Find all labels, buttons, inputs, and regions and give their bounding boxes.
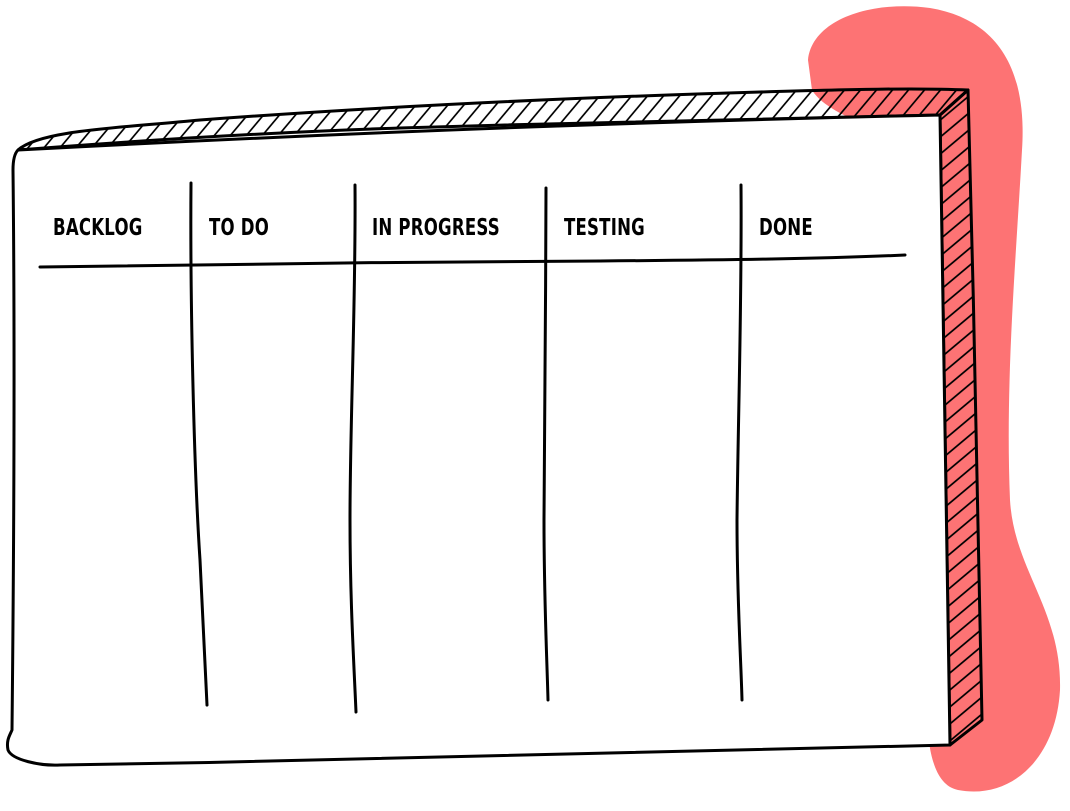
- column-header-testing: TESTING: [564, 215, 645, 241]
- column-header-to-do: TO DO: [209, 215, 270, 241]
- highlighter-blob: [808, 6, 1061, 792]
- column-header-done: DONE: [759, 215, 813, 241]
- column-header-backlog: BACKLOG: [53, 215, 143, 241]
- header-divider: [38, 253, 907, 269]
- column-divider: [542, 186, 550, 702]
- column-divider: [189, 181, 209, 707]
- column-divider: [735, 183, 744, 702]
- board-front-face: [6, 113, 952, 767]
- board-top-edge: [16, 87, 970, 152]
- column-header-in-progress: IN PROGRESS: [372, 215, 500, 241]
- column-divider: [348, 183, 358, 714]
